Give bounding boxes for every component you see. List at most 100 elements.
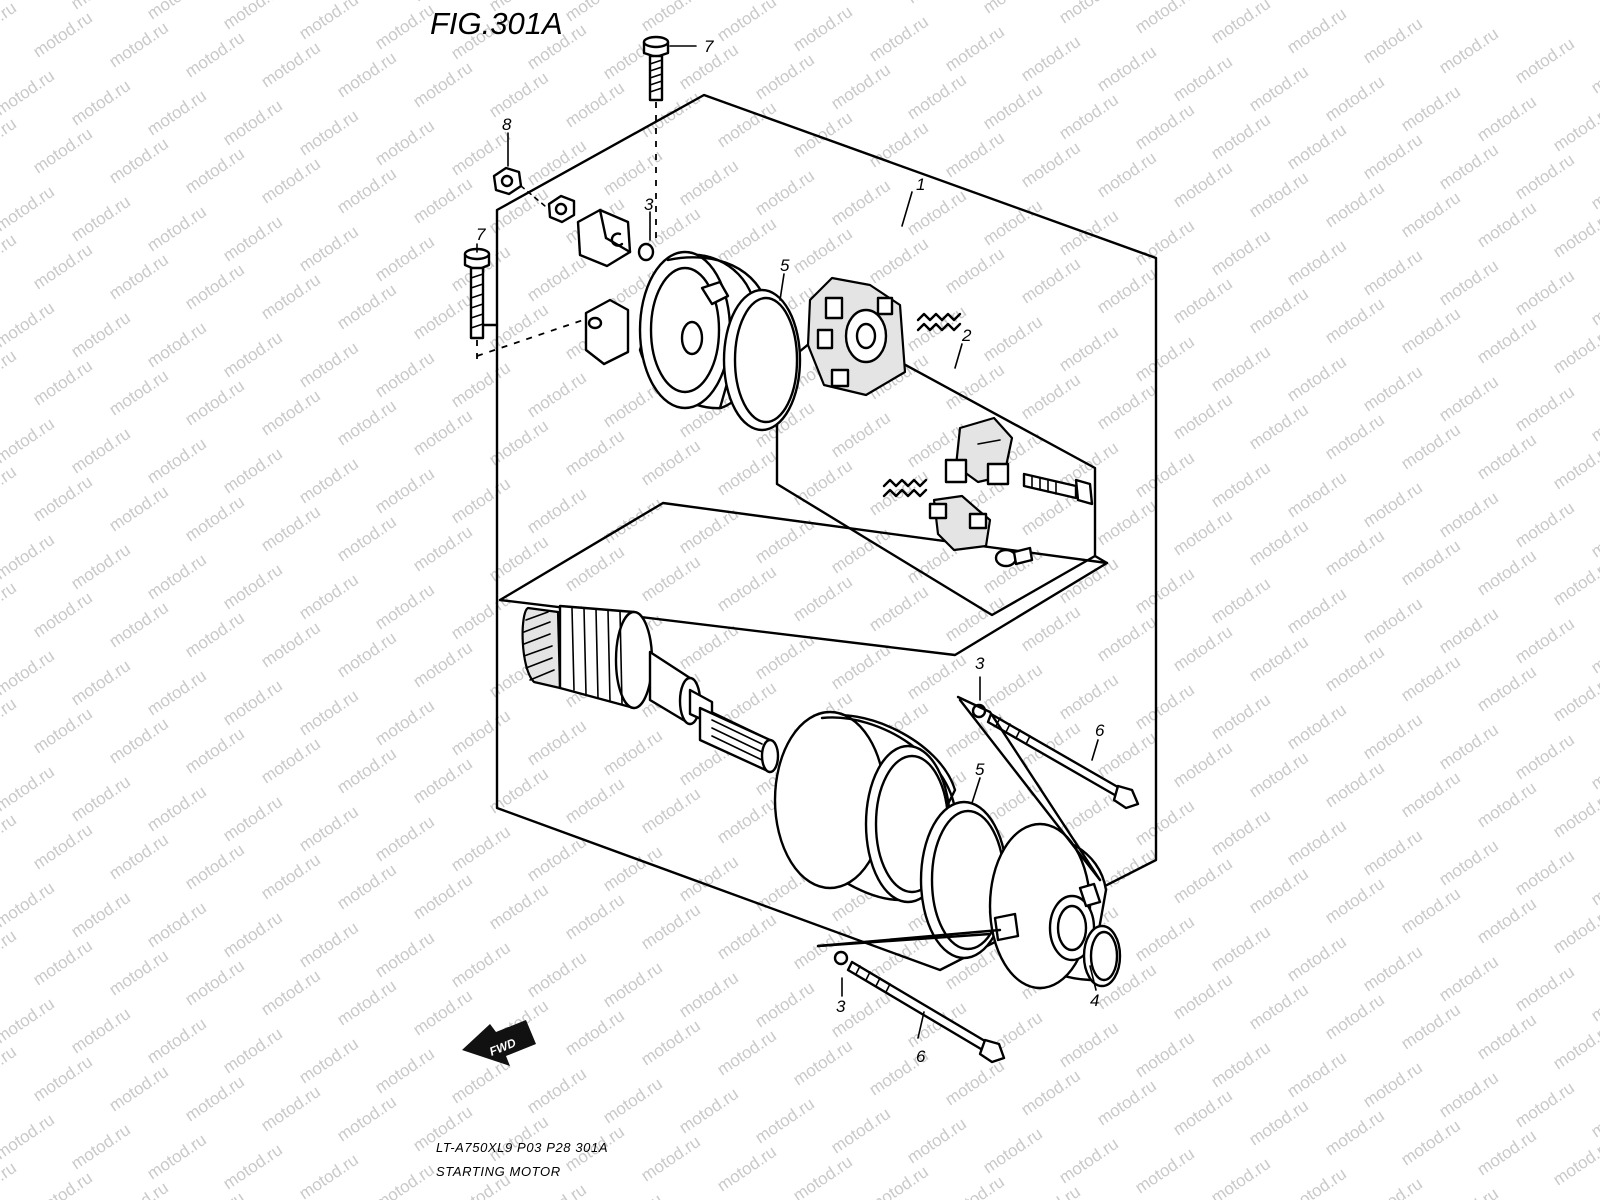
watermark-text: motod.ru <box>1170 622 1236 675</box>
brush-holder <box>806 276 907 397</box>
watermark-text: motod.ru <box>372 812 438 865</box>
watermark-text: motod.ru <box>0 182 58 235</box>
watermark-text: motod.ru <box>790 2 856 55</box>
watermark-text: motod.ru <box>106 1062 172 1115</box>
watermark-text: motod.ru <box>1170 506 1236 559</box>
watermark-text: motod.ru <box>0 530 58 583</box>
watermark-text: motod.ru <box>410 406 476 459</box>
watermark-text: motod.ru <box>30 240 96 293</box>
watermark-text: motod.ru <box>1018 1182 1084 1200</box>
watermark-text: motod.ru <box>1208 690 1274 743</box>
watermark-text: motod.ru <box>0 578 20 631</box>
watermark-text: motod.ru <box>182 144 248 197</box>
watermark-text: motod.ru <box>1550 904 1600 957</box>
watermark-text: motod.ru <box>1132 100 1198 153</box>
watermark-text: motod.ru <box>1284 1048 1350 1101</box>
watermark-text: motod.ru <box>1474 198 1540 251</box>
watermark-text: motod.ru <box>828 60 894 113</box>
watermark-text: motod.ru <box>1208 226 1274 279</box>
watermark-text: motod.ru <box>1208 342 1274 395</box>
watermark-text: motod.ru <box>0 994 58 1047</box>
watermark-text: motod.ru <box>1246 400 1312 453</box>
bolt-7-top <box>642 35 670 245</box>
watermark-text: motod.ru <box>220 792 286 845</box>
watermark-text: motod.ru <box>638 0 704 35</box>
watermark-text: motod.ru <box>1512 614 1578 667</box>
watermark-text: motod.ru <box>296 570 362 623</box>
watermark-text: motod.ru <box>372 464 438 517</box>
watermark-text: motod.ru <box>1018 32 1084 85</box>
watermark-text: motod.ru <box>1512 498 1578 551</box>
watermark-text: motod.ru <box>1284 816 1350 869</box>
watermark-text: motod.ru <box>524 1064 590 1117</box>
watermark-text: motod.ru <box>790 224 856 277</box>
callout-5-top: 5 <box>780 256 790 275</box>
watermark-text: motod.ru <box>1018 254 1084 307</box>
watermark-text: motod.ru <box>714 0 780 45</box>
callout-7-top: 7 <box>704 37 714 56</box>
terminal-cap <box>576 208 632 268</box>
watermark-text: motod.ru <box>562 542 628 595</box>
watermark-text: motod.ru <box>1094 1076 1160 1129</box>
watermark-text: motod.ru <box>790 1152 856 1200</box>
figure-title: FIG.301A <box>430 6 563 41</box>
terminal-bolt <box>1022 472 1094 506</box>
watermark-text: motod.ru <box>676 968 742 1021</box>
watermark-text: motod.ru <box>1322 294 1388 347</box>
watermark-text: motod.ru <box>1474 1010 1540 1063</box>
watermark-text: motod.ru <box>182 260 248 313</box>
watermark-text: motod.ru <box>1398 420 1464 473</box>
watermark-text: motod.ru <box>1550 324 1600 377</box>
watermark-text: motod.ru <box>1094 612 1160 665</box>
watermark-text: motod.ru <box>1588 392 1600 445</box>
watermark-text: motod.ru <box>1246 748 1312 801</box>
watermark-text: motod.ru <box>1170 158 1236 211</box>
watermark-text: motod.ru <box>638 1132 704 1185</box>
watermark-text: motod.ru <box>828 640 894 693</box>
watermark-text: motod.ru <box>942 1172 1008 1200</box>
watermark-text: motod.ru <box>1360 246 1426 299</box>
watermark-text: motod.ru <box>1474 894 1540 947</box>
watermark-text: motod.ru <box>1360 1174 1426 1200</box>
watermark-text: motod.ru <box>1056 1018 1122 1071</box>
watermark-text: motod.ru <box>600 958 666 1011</box>
watermark-text: motod.ru <box>1512 1078 1578 1131</box>
watermark-text: motod.ru <box>144 782 210 835</box>
watermark-text: motod.ru <box>904 70 970 123</box>
brush-upper <box>944 416 1014 486</box>
watermark-text: motod.ru <box>372 1160 438 1200</box>
watermark-text: motod.ru <box>1208 110 1274 163</box>
watermark-text: motod.ru <box>1398 1000 1464 1053</box>
watermark-text: motod.ru <box>1132 1144 1198 1197</box>
watermark-text: motod.ru <box>1436 372 1502 425</box>
watermark-text: motod.ru <box>334 164 400 217</box>
watermark-text: motod.ru <box>980 312 1046 365</box>
watermark-text: motod.ru <box>372 0 438 53</box>
watermark-text: motod.ru <box>1170 390 1236 443</box>
watermark-text: motod.ru <box>828 1104 894 1157</box>
watermark-text: motod.ru <box>1094 264 1160 317</box>
brush-spring-lower <box>882 478 928 498</box>
watermark-text: motod.ru <box>714 1142 780 1195</box>
watermark-text: motod.ru <box>1588 160 1600 213</box>
callout-3-mid: 3 <box>975 654 985 673</box>
watermark-text: motod.ru <box>486 880 552 933</box>
watermark-text: motod.ru <box>144 1130 210 1183</box>
watermark-text: motod.ru <box>1284 584 1350 637</box>
watermark-text: motod.ru <box>562 1006 628 1059</box>
watermark-text: motod.ru <box>524 252 590 305</box>
watermark-text: motod.ru <box>30 704 96 757</box>
watermark-text: motod.ru <box>334 512 400 565</box>
watermark-text: motod.ru <box>1246 632 1312 685</box>
watermark-text: motod.ru <box>1322 1106 1388 1159</box>
watermark-text: motod.ru <box>1322 526 1388 579</box>
watermark-text: motod.ru <box>1170 738 1236 791</box>
callout-5-bottom: 5 <box>975 760 985 779</box>
watermark-text: motod.ru <box>1056 0 1122 27</box>
watermark-text: motod.ru <box>1322 178 1388 231</box>
watermark-text: motod.ru <box>0 1158 20 1200</box>
watermark-text: motod.ru <box>258 270 324 323</box>
forward-arrow-icon: FWD <box>462 1020 536 1066</box>
watermark-text: motod.ru <box>1246 516 1312 569</box>
